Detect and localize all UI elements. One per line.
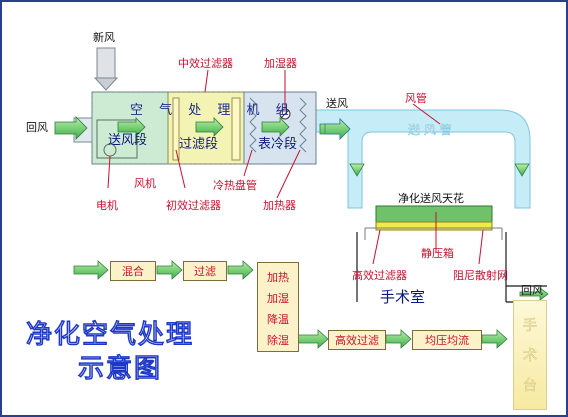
side-char-2: 术 xyxy=(523,348,538,365)
title-line1: 净化空气处理 xyxy=(25,319,195,351)
fresh-air-intake xyxy=(96,47,116,79)
return-air-left-label: 回风 xyxy=(26,121,48,134)
duct-flow-arrows xyxy=(324,118,351,140)
or-room-label: 手术室 xyxy=(380,288,426,306)
duct-text: 送 风 管 xyxy=(408,123,452,137)
coil-pan-label: 冷热盘管 xyxy=(213,179,257,192)
supply-duct xyxy=(315,109,531,209)
coil-icon xyxy=(249,97,307,153)
process-heat: 加热 xyxy=(267,271,289,284)
process-flow-arrows xyxy=(73,260,549,349)
process-humidify: 加湿 xyxy=(267,292,289,305)
ceiling-label: 净化送风天花 xyxy=(398,192,464,205)
medium-filter-label: 中效过滤器 xyxy=(178,57,233,70)
filter-box: 过滤 xyxy=(183,261,227,281)
side-char-3: 台 xyxy=(523,378,538,395)
mix-box: 混合 xyxy=(110,261,156,281)
primary-filter-panel xyxy=(172,97,241,161)
title-line2: 示意图 xyxy=(77,353,163,385)
leader-lines xyxy=(107,69,484,265)
operating-table: 手 术 台 xyxy=(513,300,547,410)
hepa-label: 高效过滤器 xyxy=(352,269,407,282)
supply-section-label: 送风段 xyxy=(108,133,148,148)
process-dehumidify: 除湿 xyxy=(267,334,289,347)
duct-label: 风管 xyxy=(405,92,427,105)
fresh-air-arrow xyxy=(93,77,119,91)
equalize-box: 均压均流 xyxy=(412,330,482,350)
process-cool: 降温 xyxy=(267,313,289,326)
return-air-right-label: 回风 xyxy=(521,284,543,297)
fresh-air-label: 新风 xyxy=(93,31,115,44)
process-box: 加热 加湿 降温 除湿 xyxy=(257,262,299,352)
motor-label: 电机 xyxy=(96,199,118,212)
primary-filter-label: 初效过滤器 xyxy=(166,199,221,212)
humidifier-label: 加湿器 xyxy=(264,57,297,70)
supply-air-label: 送风 xyxy=(326,97,348,110)
filter-section-label: 过滤段 xyxy=(179,137,219,152)
heater-label: 加热器 xyxy=(263,199,296,212)
fan-label: 风机 xyxy=(134,177,156,190)
damping-net xyxy=(375,221,493,231)
static-box-label: 静压箱 xyxy=(421,247,454,260)
ahu-label: 空 气 处 理 机 组 xyxy=(130,103,295,118)
cooling-section-label: 表冷段 xyxy=(258,137,298,152)
side-char-1: 手 xyxy=(523,318,538,335)
damping-net-label: 阻尼散射网 xyxy=(453,269,508,282)
hepa-filter-box: 高效过滤 xyxy=(328,330,386,350)
fan-housing xyxy=(96,119,138,159)
